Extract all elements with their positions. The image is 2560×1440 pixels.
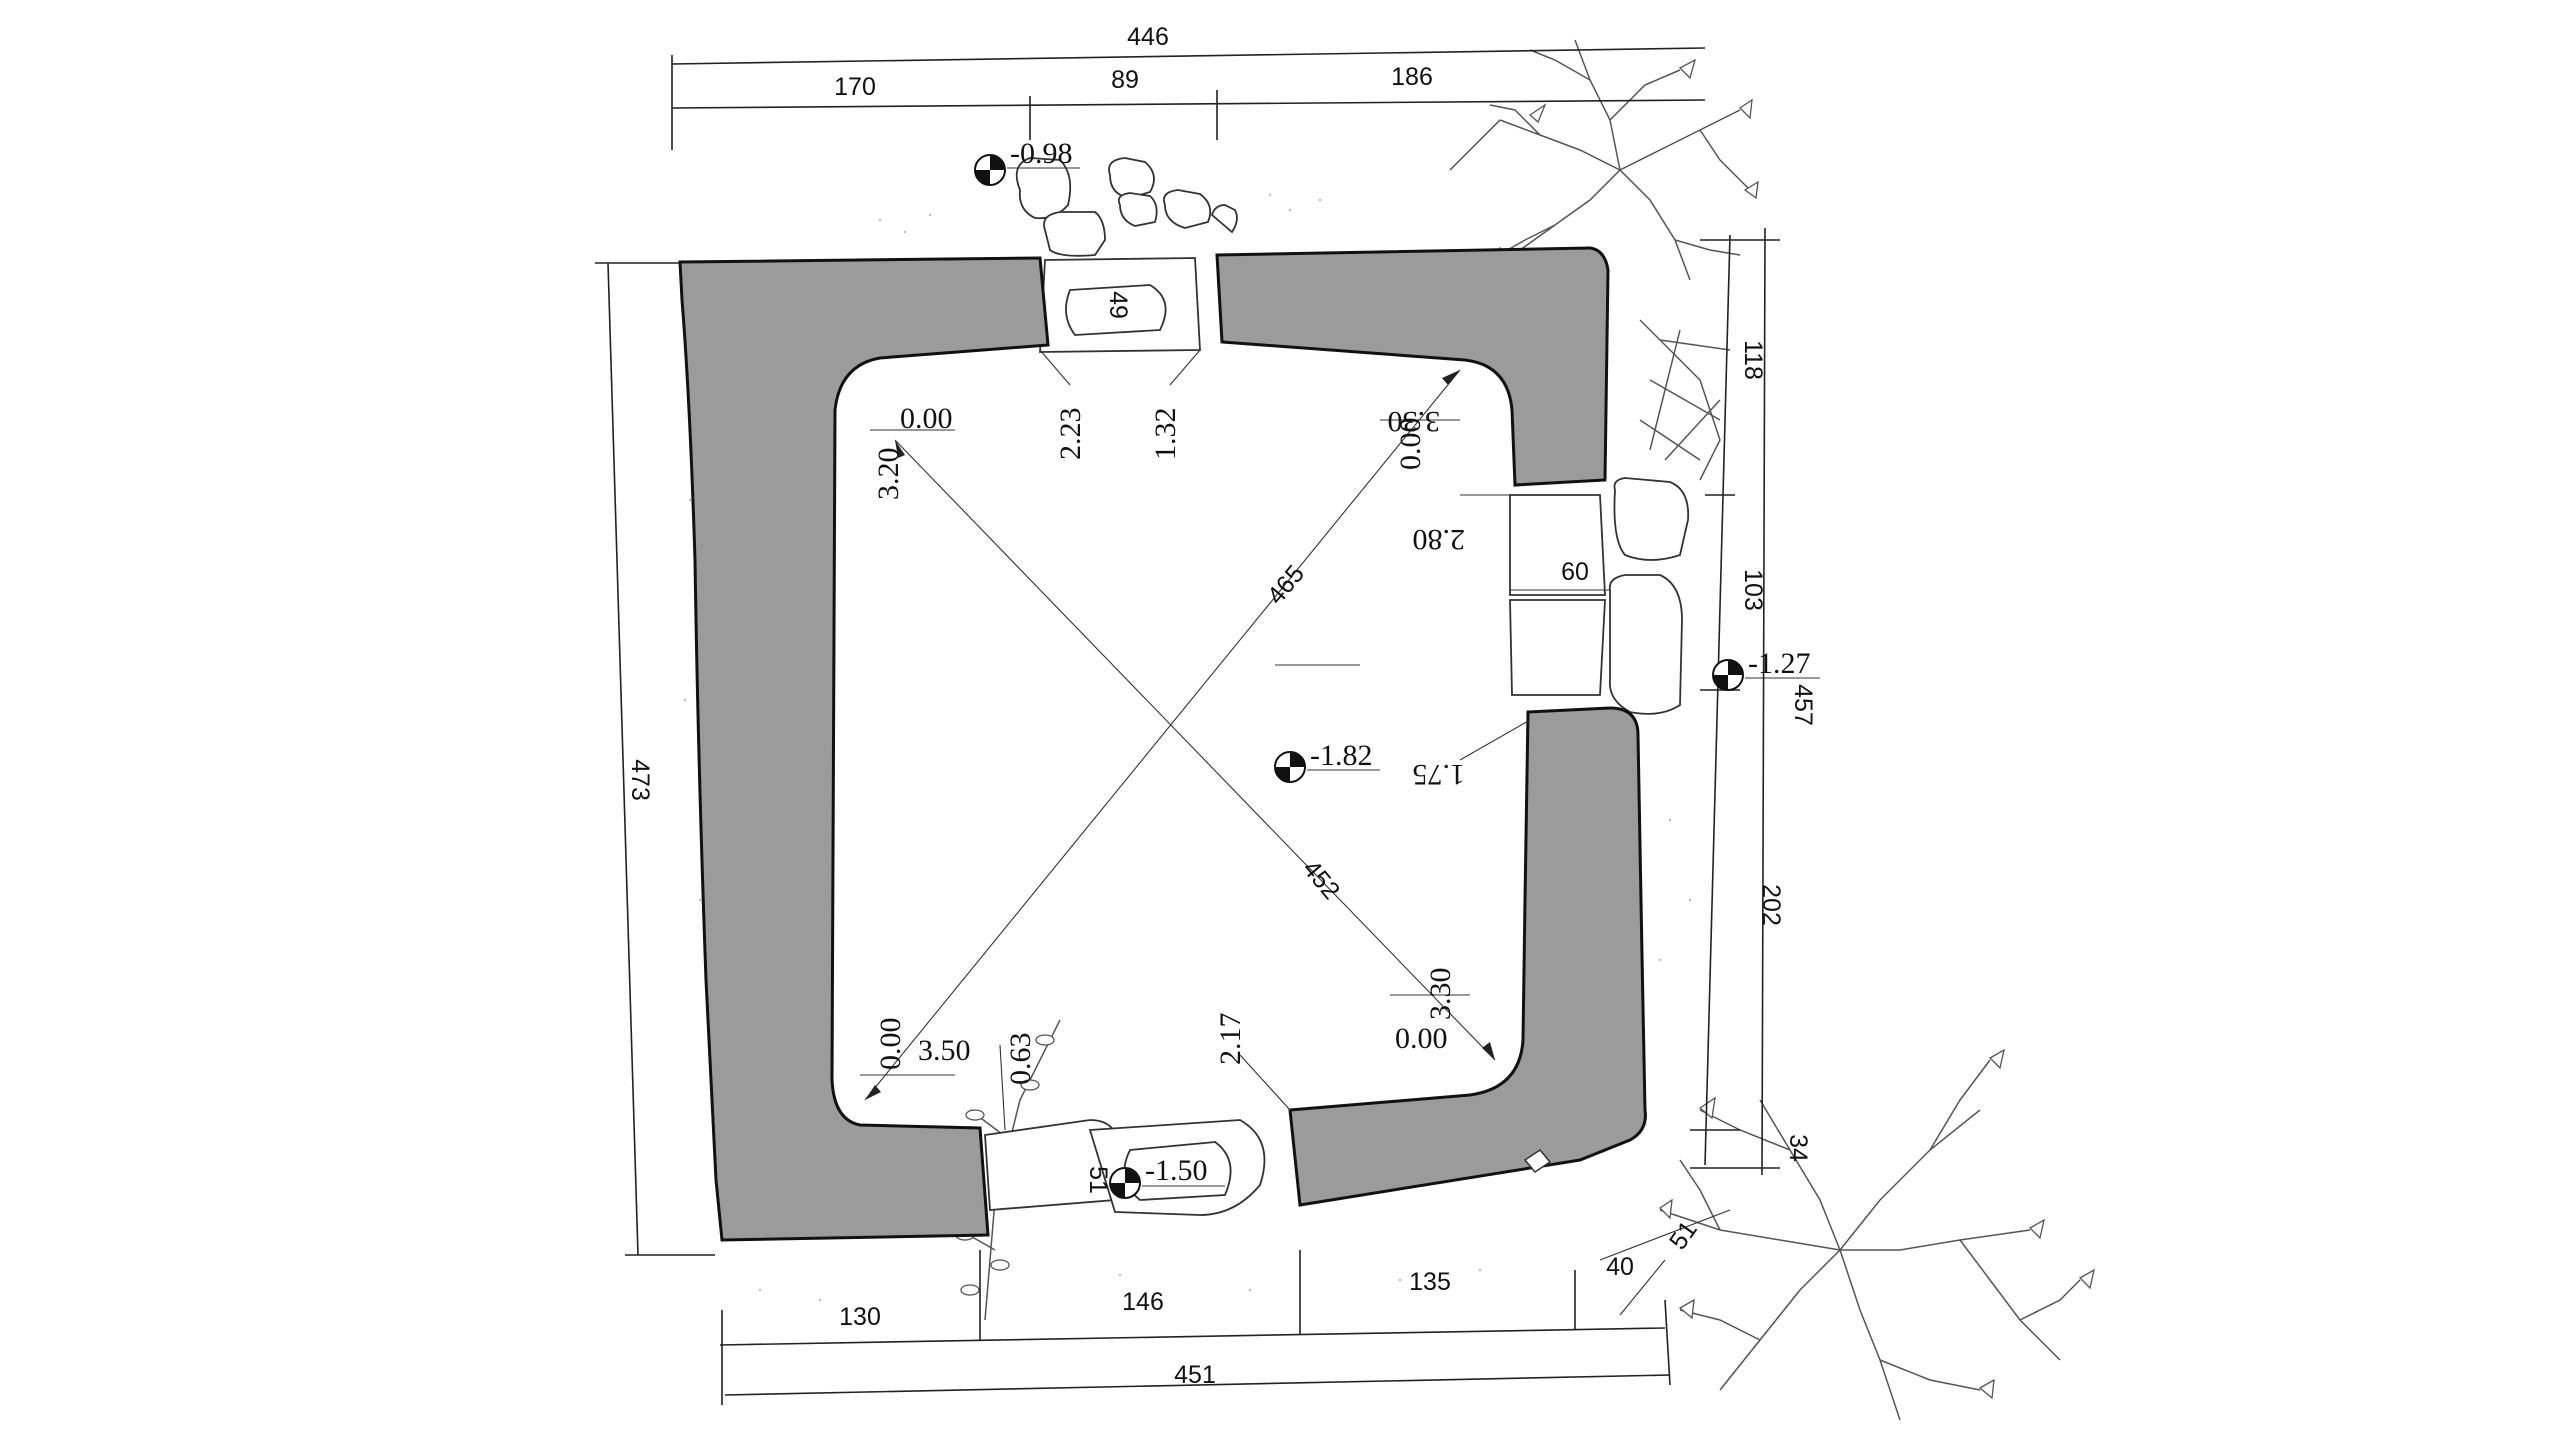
anno-right-280: 2.80 [1413, 523, 1466, 556]
level-labels: -0.98 -1.27 -1.82 -1.50 [1010, 137, 1811, 1187]
dim-opening-right: 60 [1561, 558, 1589, 586]
dim-right-overall: 457 [1789, 684, 1817, 726]
walls [678, 246, 1647, 1242]
anno-nw-b: 0.00 [900, 402, 953, 435]
dim-opening-bottom: 51 [1084, 1166, 1112, 1194]
survey-marker [1523, 1149, 1552, 1173]
elevation-annotations: 3.20 0.00 2.23 1.32 0.00 3.30 2.80 1.75 … [872, 402, 1465, 1085]
dim-top-overall: 446 [1127, 23, 1169, 51]
dim-right-103: 103 [1739, 569, 1767, 611]
anno-nw-a: 3.20 [872, 448, 905, 501]
shrub-right [1639, 319, 1731, 481]
dim-right-118: 118 [1739, 340, 1767, 380]
level-symbol-bottom [1109, 1167, 1141, 1199]
anno-sw-b: 3.50 [918, 1034, 971, 1067]
dim-top-right: 186 [1391, 63, 1433, 91]
dim-bottom-right: 135 [1409, 1268, 1451, 1296]
level-right-entrance: -1.27 [1748, 647, 1811, 680]
tree-top-right [1449, 39, 1759, 281]
anno-top-132: 1.32 [1149, 408, 1182, 461]
wall-northwest [678, 256, 1050, 1242]
dim-opening-top: 49 [1104, 291, 1132, 319]
tree-bottom-right [1658, 1048, 2095, 1421]
dim-top-left: 170 [834, 73, 876, 101]
diagonal-lines [864, 369, 1496, 1101]
dim-bottom-mid: 146 [1122, 1288, 1164, 1316]
wall-northeast [1215, 246, 1610, 487]
dimension-lines [595, 47, 1780, 1405]
anno-bottom-217: 2.17 [1214, 1013, 1247, 1066]
dim-left-overall: 473 [626, 759, 654, 801]
anno-top-223: 2.23 [1054, 408, 1087, 461]
dim-bottom-overall: 451 [1174, 1361, 1216, 1389]
level-bottom-entrance: -1.50 [1145, 1154, 1208, 1187]
leader-lines [860, 349, 1610, 1131]
anno-right-175: 1.75 [1413, 758, 1466, 791]
anno-ne-a: 0.00 [1394, 418, 1427, 471]
dim-right-34: 34 [1784, 1134, 1812, 1162]
anno-sw-a: 0.00 [874, 1018, 907, 1071]
dim-bottom-40: 40 [1606, 1253, 1634, 1281]
anno-bottom-063: 0.63 [1004, 1033, 1037, 1086]
ground-hatching [683, 193, 1692, 1302]
anno-se-a: 3.30 [1424, 968, 1457, 1021]
anno-ne-b: 3.30 [1388, 405, 1441, 438]
level-symbol-right [1712, 659, 1744, 691]
anno-se-b: 0.00 [1395, 1022, 1448, 1055]
level-top-entrance: -0.98 [1010, 137, 1073, 170]
dim-bottom-left: 130 [839, 1303, 881, 1331]
dim-top-mid: 89 [1111, 66, 1139, 94]
level-symbol-center [1274, 751, 1306, 783]
level-center: -1.82 [1310, 739, 1373, 772]
level-symbol-top [974, 154, 1006, 186]
dim-right-202: 202 [1757, 884, 1785, 926]
wall-southeast [1288, 706, 1647, 1207]
dim-diagonal-1: 465 [1262, 560, 1310, 610]
